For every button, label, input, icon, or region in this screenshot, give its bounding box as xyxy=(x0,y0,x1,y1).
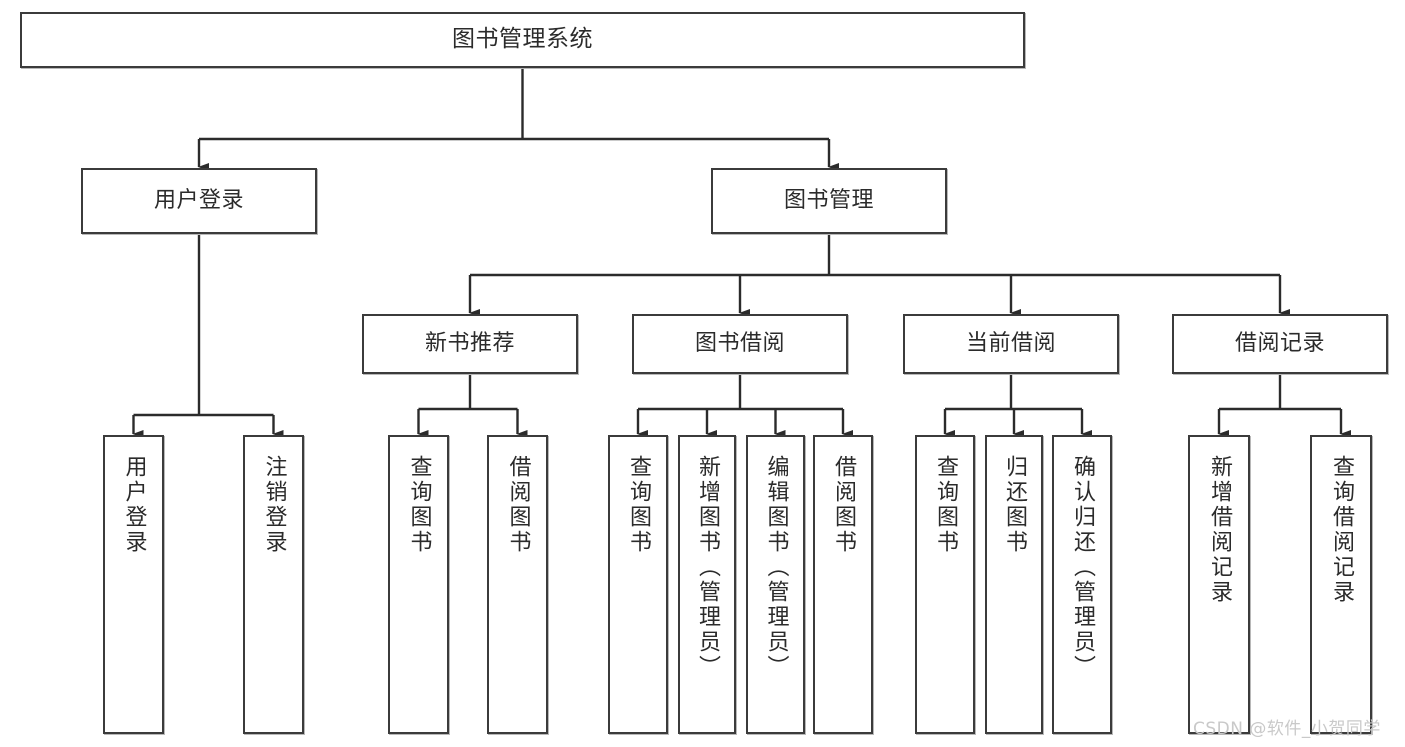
node-label: 注销登录 xyxy=(261,455,287,555)
node-label: 借阅图书 xyxy=(505,455,531,555)
node-user-login[interactable]: 用户登录 xyxy=(81,168,317,234)
node-label: 查询图书 xyxy=(626,455,651,555)
node-label: 借阅图书 xyxy=(831,455,856,555)
node-label: 新增图书（管理员） xyxy=(695,455,720,680)
node-leaf-br-add[interactable]: 新增借阅记录 xyxy=(1188,435,1250,734)
node-label: 新书推荐 xyxy=(424,330,515,356)
node-label: 查询图书 xyxy=(406,455,432,555)
node-new-book-rec[interactable]: 新书推荐 xyxy=(362,314,578,374)
node-leaf-cb-return[interactable]: 归还图书 xyxy=(985,435,1043,734)
node-label: 借阅记录 xyxy=(1234,330,1325,356)
node-leaf-cb-query[interactable]: 查询图书 xyxy=(915,435,975,734)
node-borrow-record[interactable]: 借阅记录 xyxy=(1172,314,1388,374)
node-label: 图书借阅 xyxy=(694,330,785,356)
node-current-borrow[interactable]: 当前借阅 xyxy=(903,314,1119,374)
node-label: 归还图书 xyxy=(1002,455,1027,555)
node-leaf-rec-borrow[interactable]: 借阅图书 xyxy=(487,435,548,734)
node-leaf-rec-query[interactable]: 查询图书 xyxy=(388,435,449,734)
node-book-manage[interactable]: 图书管理 xyxy=(711,168,947,234)
node-leaf-logout[interactable]: 注销登录 xyxy=(243,435,304,734)
node-leaf-bb-edit[interactable]: 编辑图书（管理员） xyxy=(746,435,805,734)
node-label: 用户登录 xyxy=(121,455,147,555)
node-leaf-cb-confirm[interactable]: 确认归还（管理员） xyxy=(1052,435,1112,734)
node-leaf-bb-add[interactable]: 新增图书（管理员） xyxy=(678,435,736,734)
node-label: 图书管理 xyxy=(783,187,874,213)
node-label: 新增借阅记录 xyxy=(1207,455,1232,605)
node-leaf-bb-borrow[interactable]: 借阅图书 xyxy=(813,435,873,734)
node-leaf-br-query[interactable]: 查询借阅记录 xyxy=(1310,435,1372,734)
node-book-borrow[interactable]: 图书借阅 xyxy=(632,314,848,374)
node-label: 用户登录 xyxy=(153,187,244,213)
node-label: 确认归还（管理员） xyxy=(1070,455,1095,680)
node-label: 查询借阅记录 xyxy=(1329,455,1354,605)
node-label: 图书管理系统 xyxy=(452,26,593,53)
node-label: 当前借阅 xyxy=(965,330,1056,356)
node-root[interactable]: 图书管理系统 xyxy=(20,12,1025,68)
node-label: 查询图书 xyxy=(933,455,958,555)
node-label: 编辑图书（管理员） xyxy=(763,455,789,680)
node-leaf-bb-query[interactable]: 查询图书 xyxy=(608,435,668,734)
node-leaf-login[interactable]: 用户登录 xyxy=(103,435,164,734)
